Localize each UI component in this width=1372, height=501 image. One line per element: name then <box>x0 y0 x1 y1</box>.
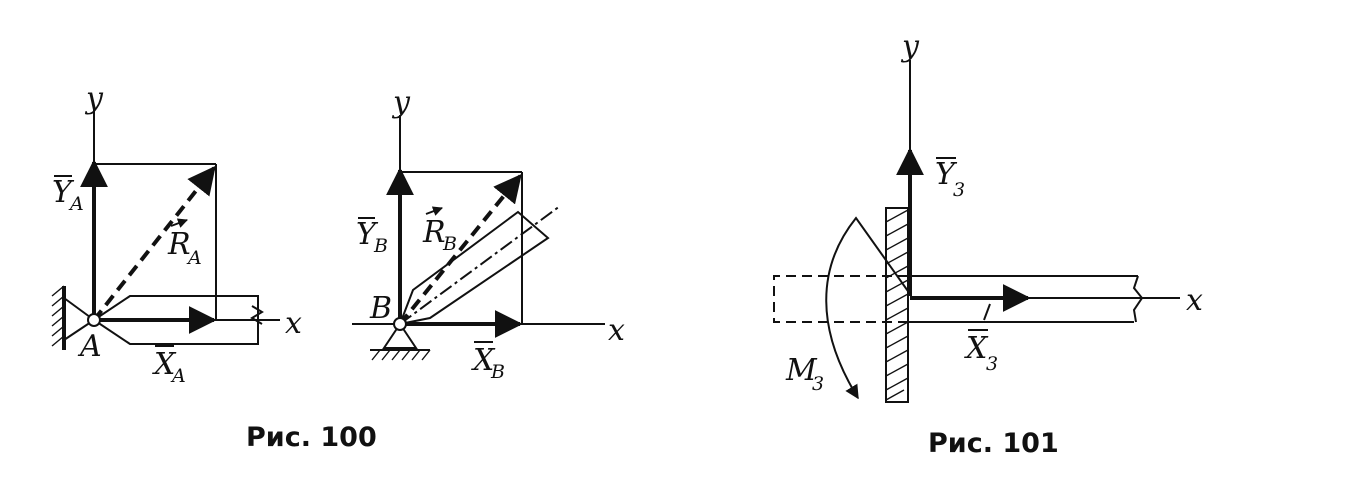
svg-text:B: B <box>373 235 388 257</box>
svg-text:B: B <box>442 233 457 255</box>
axis-y-label: y <box>391 85 411 120</box>
fig100-right: y x B Y B X B R B <box>352 85 625 383</box>
figure-caption: Рис. 101 <box>928 428 1059 459</box>
svg-text:X: X <box>152 347 177 382</box>
pin-support <box>382 322 418 349</box>
svg-text:X: X <box>471 343 496 378</box>
svg-text:M: M <box>785 353 818 388</box>
fig100-left: y x A Y A X A R A <box>51 81 302 387</box>
axis-y-label: y <box>84 81 104 116</box>
hinge-point <box>393 317 407 331</box>
svg-text:3: 3 <box>953 179 965 201</box>
svg-text:A: A <box>186 247 202 269</box>
force-y-label: Y 3 <box>935 157 965 201</box>
beam-axis <box>399 205 561 325</box>
figure-caption: Рис. 100 <box>246 422 377 453</box>
beam <box>908 275 1138 323</box>
inclined-beam <box>398 210 550 326</box>
svg-text:X: X <box>964 331 989 366</box>
axis-x-label: x <box>608 313 625 348</box>
axis-y-label: y <box>900 29 920 64</box>
force-y-label: Y A <box>52 175 84 215</box>
hinge-point <box>87 313 101 327</box>
force-x-label: X B <box>471 341 505 383</box>
svg-text:R: R <box>167 227 191 262</box>
force-y-label: Y B <box>356 217 388 257</box>
resultant-label: R B <box>422 206 457 255</box>
point-label: B <box>369 291 392 326</box>
svg-text:A: A <box>170 365 186 387</box>
resultant-arrow <box>92 165 216 322</box>
resultant-label: R A <box>167 218 202 269</box>
break-mark <box>250 305 264 325</box>
axis-x-label: x <box>285 306 302 341</box>
svg-text:R: R <box>422 215 446 250</box>
svg-text:Y: Y <box>935 157 958 192</box>
svg-text:A: A <box>68 193 84 215</box>
svg-text:Y: Y <box>356 217 379 252</box>
force-x-label: X 3 <box>964 303 998 375</box>
fig101: y x Y 3 X 3 M 3 <box>773 29 1203 403</box>
svg-text:B: B <box>490 361 505 383</box>
wall <box>885 207 909 403</box>
beam-embedded <box>773 275 908 323</box>
wall-hatch <box>51 285 66 350</box>
moment-label: M 3 <box>785 353 824 395</box>
wall-hatch <box>885 209 909 401</box>
force-x-label: X A <box>152 345 186 387</box>
axis-x-label: x <box>1186 283 1203 318</box>
svg-text:3: 3 <box>986 353 998 375</box>
resultant-arrow <box>398 173 522 326</box>
point-label: A <box>77 329 102 364</box>
svg-text:3: 3 <box>812 373 824 395</box>
ground-hatch <box>370 349 431 361</box>
beam <box>92 295 259 345</box>
svg-text:Y: Y <box>52 175 75 210</box>
moment-arrow <box>825 216 911 400</box>
